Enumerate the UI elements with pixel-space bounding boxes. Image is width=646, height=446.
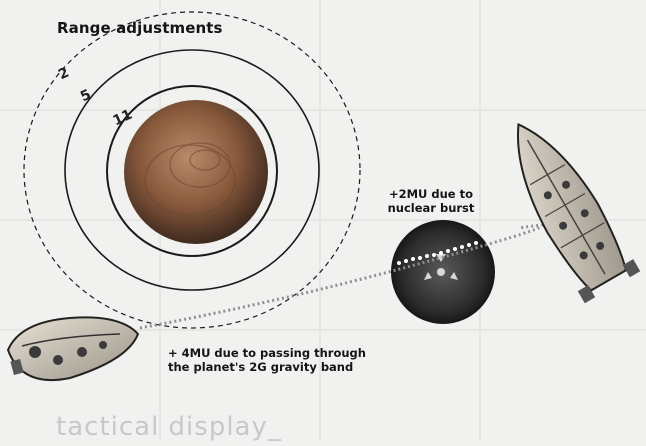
diagram-title: Range adjustments: [57, 19, 223, 37]
attacking-ship-icon: [8, 317, 138, 380]
gravity-note-line2: the planet's 2G gravity band: [168, 360, 366, 374]
target-ship-icon: [491, 108, 640, 303]
burst-note-line2: nuclear burst: [381, 201, 481, 215]
gravity-modifier-note: + 4MU due to passing through the planet'…: [168, 346, 366, 374]
gravity-note-line1: + 4MU due to passing through: [168, 346, 366, 360]
footer-caption: tactical display_: [56, 412, 282, 442]
burst-note-line1: +2MU due to: [381, 187, 481, 201]
burst-modifier-note: +2MU due to nuclear burst: [381, 187, 481, 215]
